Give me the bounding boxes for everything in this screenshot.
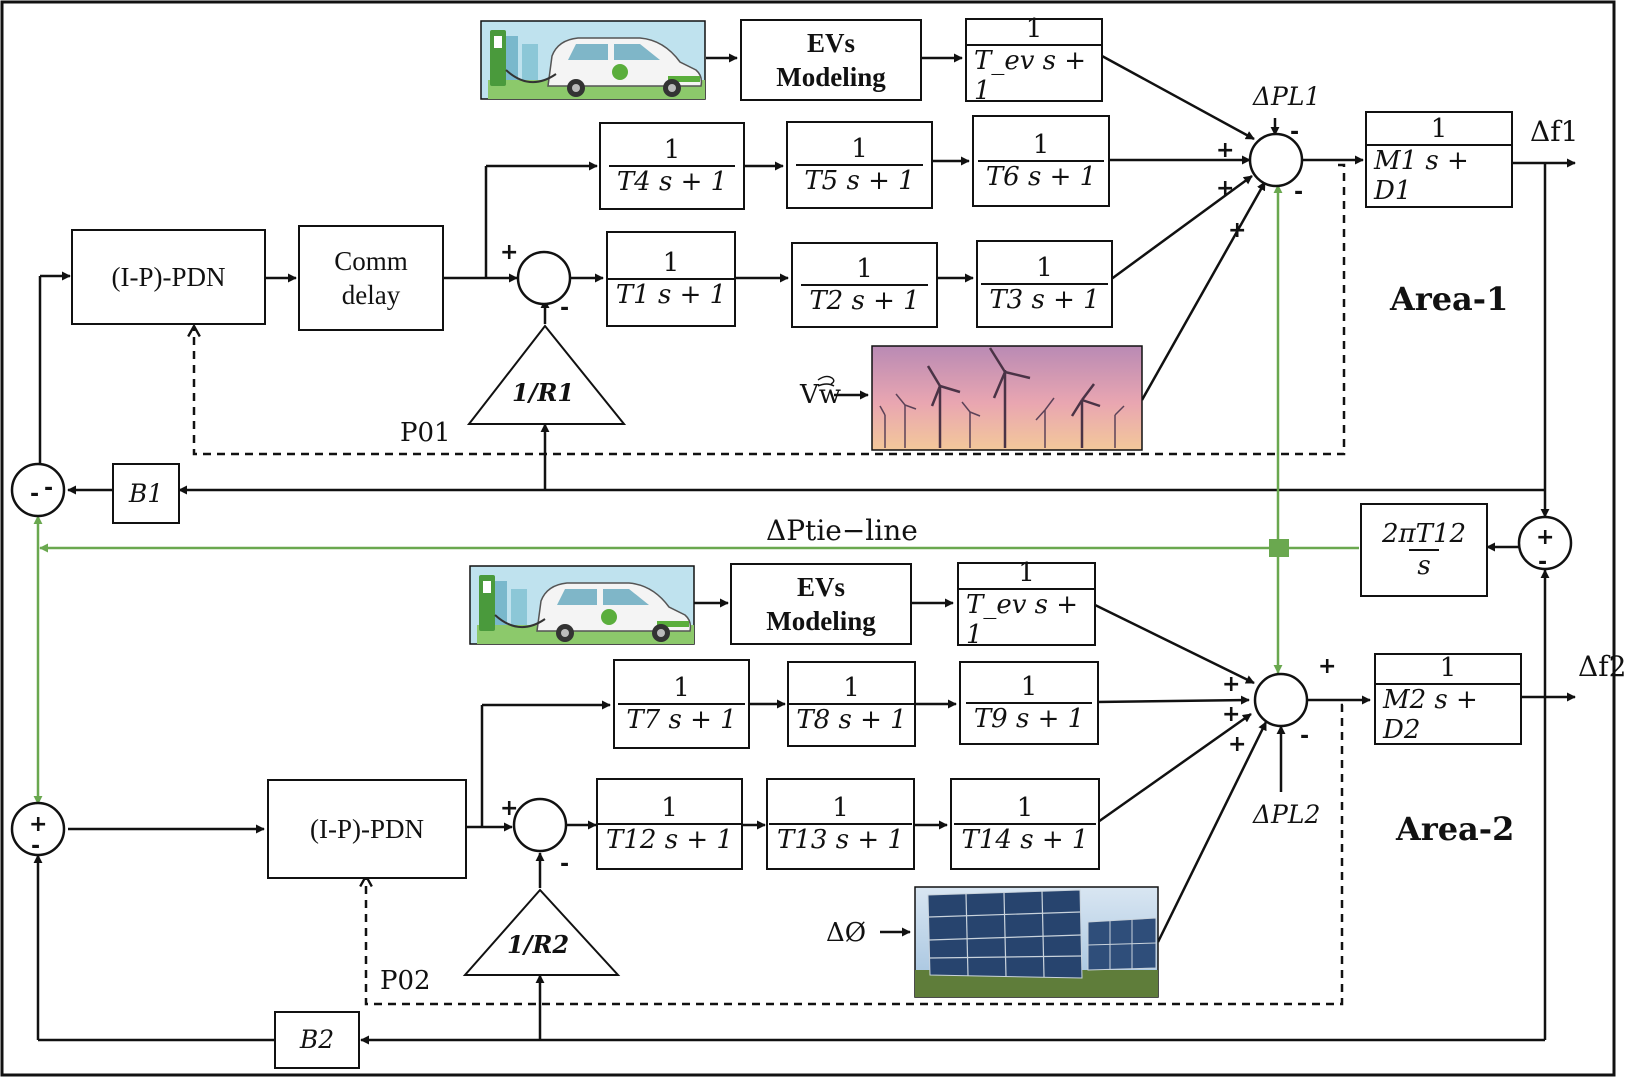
tie-line-label: ΔPtie−line: [766, 514, 918, 547]
delta-f1-label: Δf1: [1530, 115, 1579, 148]
summer-ace2: [10, 801, 66, 857]
summer-gov1: [516, 250, 572, 306]
summer-gov2: [512, 797, 568, 853]
delta-f2-label: Δf2: [1578, 650, 1626, 683]
ev-model-block-2: EVs Modeling: [766, 572, 876, 636]
controller-block-2: (I-P)-PDN: [310, 814, 424, 844]
p02-label: P02: [380, 966, 431, 996]
controller-block-1: (I-P)-PDN: [111, 262, 226, 292]
ev-charging-icon: [480, 20, 706, 100]
area-2-label: Area-2: [1396, 810, 1515, 848]
delta-pl1-label: ΔPL1: [1253, 82, 1321, 111]
bias-b1-block: B1: [128, 478, 164, 508]
bias-b2-block: B2: [299, 1025, 335, 1054]
wind-farm-icon: [871, 345, 1143, 451]
solar-irradiance-label: ΔØ: [826, 918, 867, 948]
ev-charging-icon: [469, 565, 695, 645]
solar-panel-icon: [914, 886, 1159, 998]
p01-label: P01: [400, 418, 451, 448]
comm-delay-block: Comm delay: [334, 246, 408, 310]
summer-area1: [1248, 132, 1304, 188]
ev-model-block-1: EVs Modeling: [776, 28, 886, 92]
summer-tie: [1517, 515, 1573, 571]
summer-area2: [1253, 672, 1309, 728]
tie-line-junction: [1269, 539, 1289, 557]
wind-icon: [817, 375, 835, 387]
gain-r1-triangle: [466, 324, 627, 425]
summer-ace1: [10, 462, 66, 518]
area-1-label: Area-1: [1390, 280, 1509, 318]
wind-speed-label: Vw: [800, 380, 842, 410]
gain-r1-label: 1/R1: [512, 378, 575, 407]
gain-r2-triangle: [462, 888, 621, 976]
gain-r2-label: 1/R2: [507, 930, 570, 959]
delta-pl2-label: ΔPL2: [1253, 800, 1321, 829]
